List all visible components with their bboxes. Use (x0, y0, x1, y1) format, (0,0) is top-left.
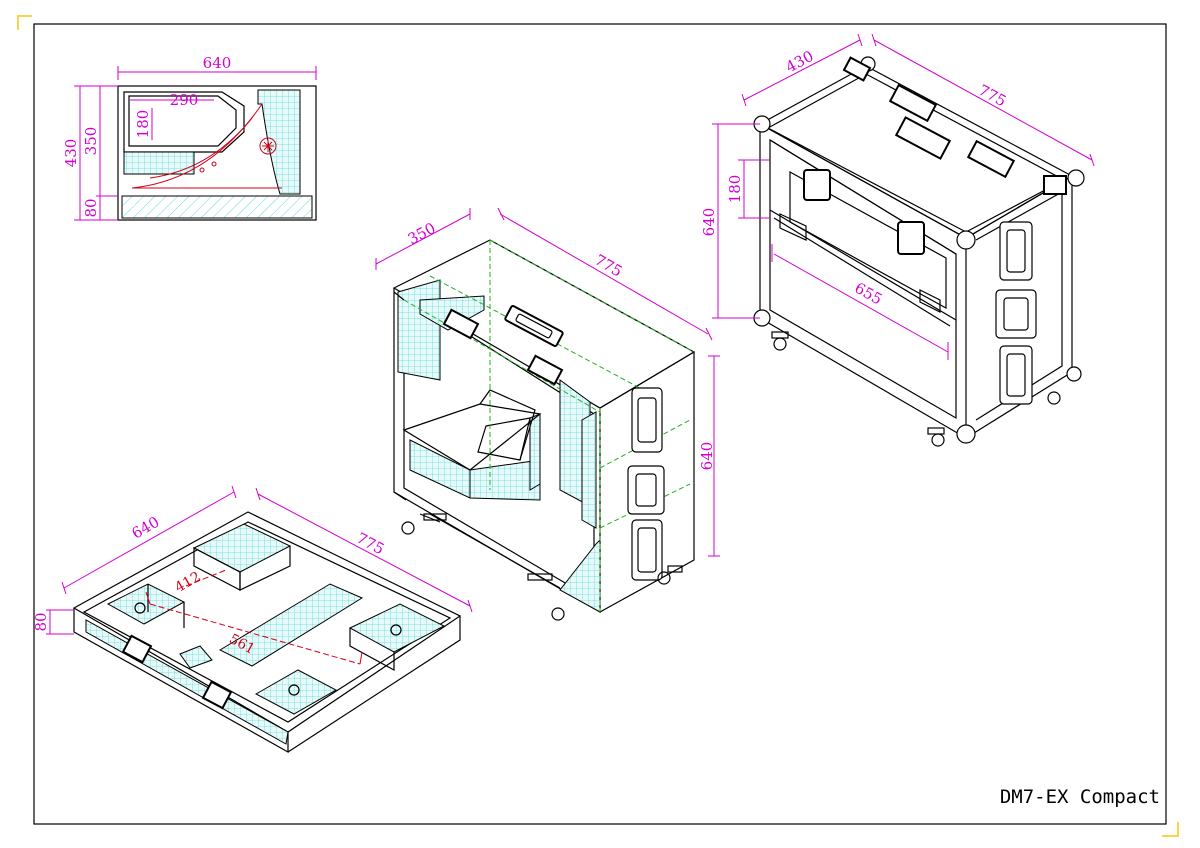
corner-mark-top-left (17, 15, 32, 30)
top-view-width-dimension (117, 66, 317, 80)
iso-closed-door-label: 180 (726, 175, 744, 204)
iso-closed-view (712, 33, 1095, 447)
top-view (74, 66, 317, 221)
sheet-border (33, 23, 1167, 825)
top-view-width-label: 640 (203, 54, 232, 72)
iso-open-depth-label: 350 (405, 219, 439, 248)
top-view-base-label: 80 (82, 198, 100, 217)
corner-mark-bottom-right (1162, 822, 1179, 837)
lid-width-label: 640 (129, 513, 163, 543)
top-view-cutout-height-label: 180 (134, 110, 152, 139)
top-view-height-label: 430 (62, 139, 80, 168)
lid-view (46, 485, 473, 754)
top-view-inner-label: 350 (82, 127, 100, 156)
iso-closed-length-label: 775 (975, 81, 1009, 110)
iso-open-view (375, 207, 720, 621)
iso-closed-height-label: 640 (700, 208, 718, 237)
drawing-title: DM7-EX Compact (1000, 786, 1160, 808)
lid-height-label: 80 (32, 612, 50, 631)
top-view-cutout-width-label: 290 (170, 91, 199, 109)
iso-closed-depth-label: 430 (783, 47, 817, 76)
lid-inner-a-label: 412 (172, 569, 203, 596)
iso-open-height-label: 640 (698, 442, 716, 471)
